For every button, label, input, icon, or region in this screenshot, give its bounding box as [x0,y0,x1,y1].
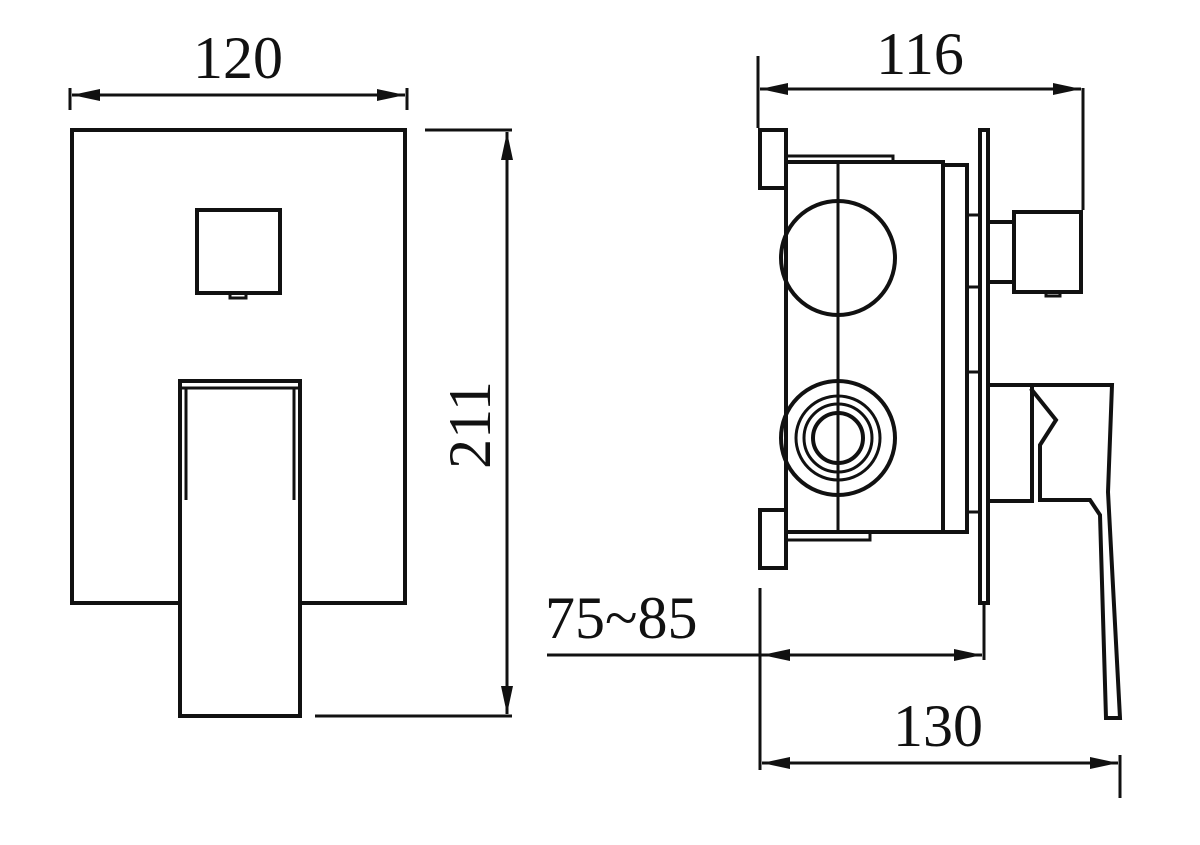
dimension-arrow [1053,83,1081,95]
valve-body-top-rib [786,154,895,162]
dimension-label-total-depth: 130 [893,693,983,759]
inlet-port-ring [794,394,882,482]
valve-body-rim [941,163,969,534]
dimension-arrow [760,83,788,95]
diverter-knob-tip-side [1044,292,1062,298]
mounting-flange-bottom [758,508,788,570]
dimension-total-depth: 130 [762,693,1122,798]
side-view [758,128,1123,720]
dimension-side-depth: 116 [756,21,1085,210]
dimension-arrow [762,649,790,661]
dimension-arrow [501,686,513,714]
valve-body-bottom-rib [786,532,872,542]
dimension-front-width: 120 [68,25,409,110]
lever-handle [178,379,302,718]
diverter-knob [195,208,282,295]
inlet-port-bore [811,411,865,465]
plate-gasket-bottom [965,370,982,514]
diverter-knob-side [1012,210,1083,294]
inlet-port-ring-inner [802,402,874,474]
dimension-label-wall-range: 75~85 [545,585,697,651]
dimension-front-height: 211 [315,128,513,718]
plate-gasket-top [965,213,982,289]
dimension-arrow [1090,757,1118,769]
dimension-label-front-height: 211 [437,381,503,469]
valve-body [784,160,945,534]
front-view [70,128,407,718]
dimension-arrow [377,89,405,101]
dimension-arrow [762,757,790,769]
cover-plate [70,128,407,605]
diverter-knob-stem [986,220,1016,284]
dimension-wall-range: 75~85 [545,585,986,770]
wall-plate [978,128,990,605]
lever-base [986,383,1034,503]
dimension-arrow [954,649,982,661]
dimension-arrow [501,132,513,160]
inlet-port-outer [779,379,897,497]
dimension-label-side-depth: 116 [876,21,964,87]
lever-body [1029,383,1123,720]
outlet-port [779,199,897,317]
dimension-label-front-width: 120 [193,25,283,91]
dimension-arrow [72,89,100,101]
diverter-knob-tip [228,293,248,300]
mounting-flange-top [758,128,788,190]
